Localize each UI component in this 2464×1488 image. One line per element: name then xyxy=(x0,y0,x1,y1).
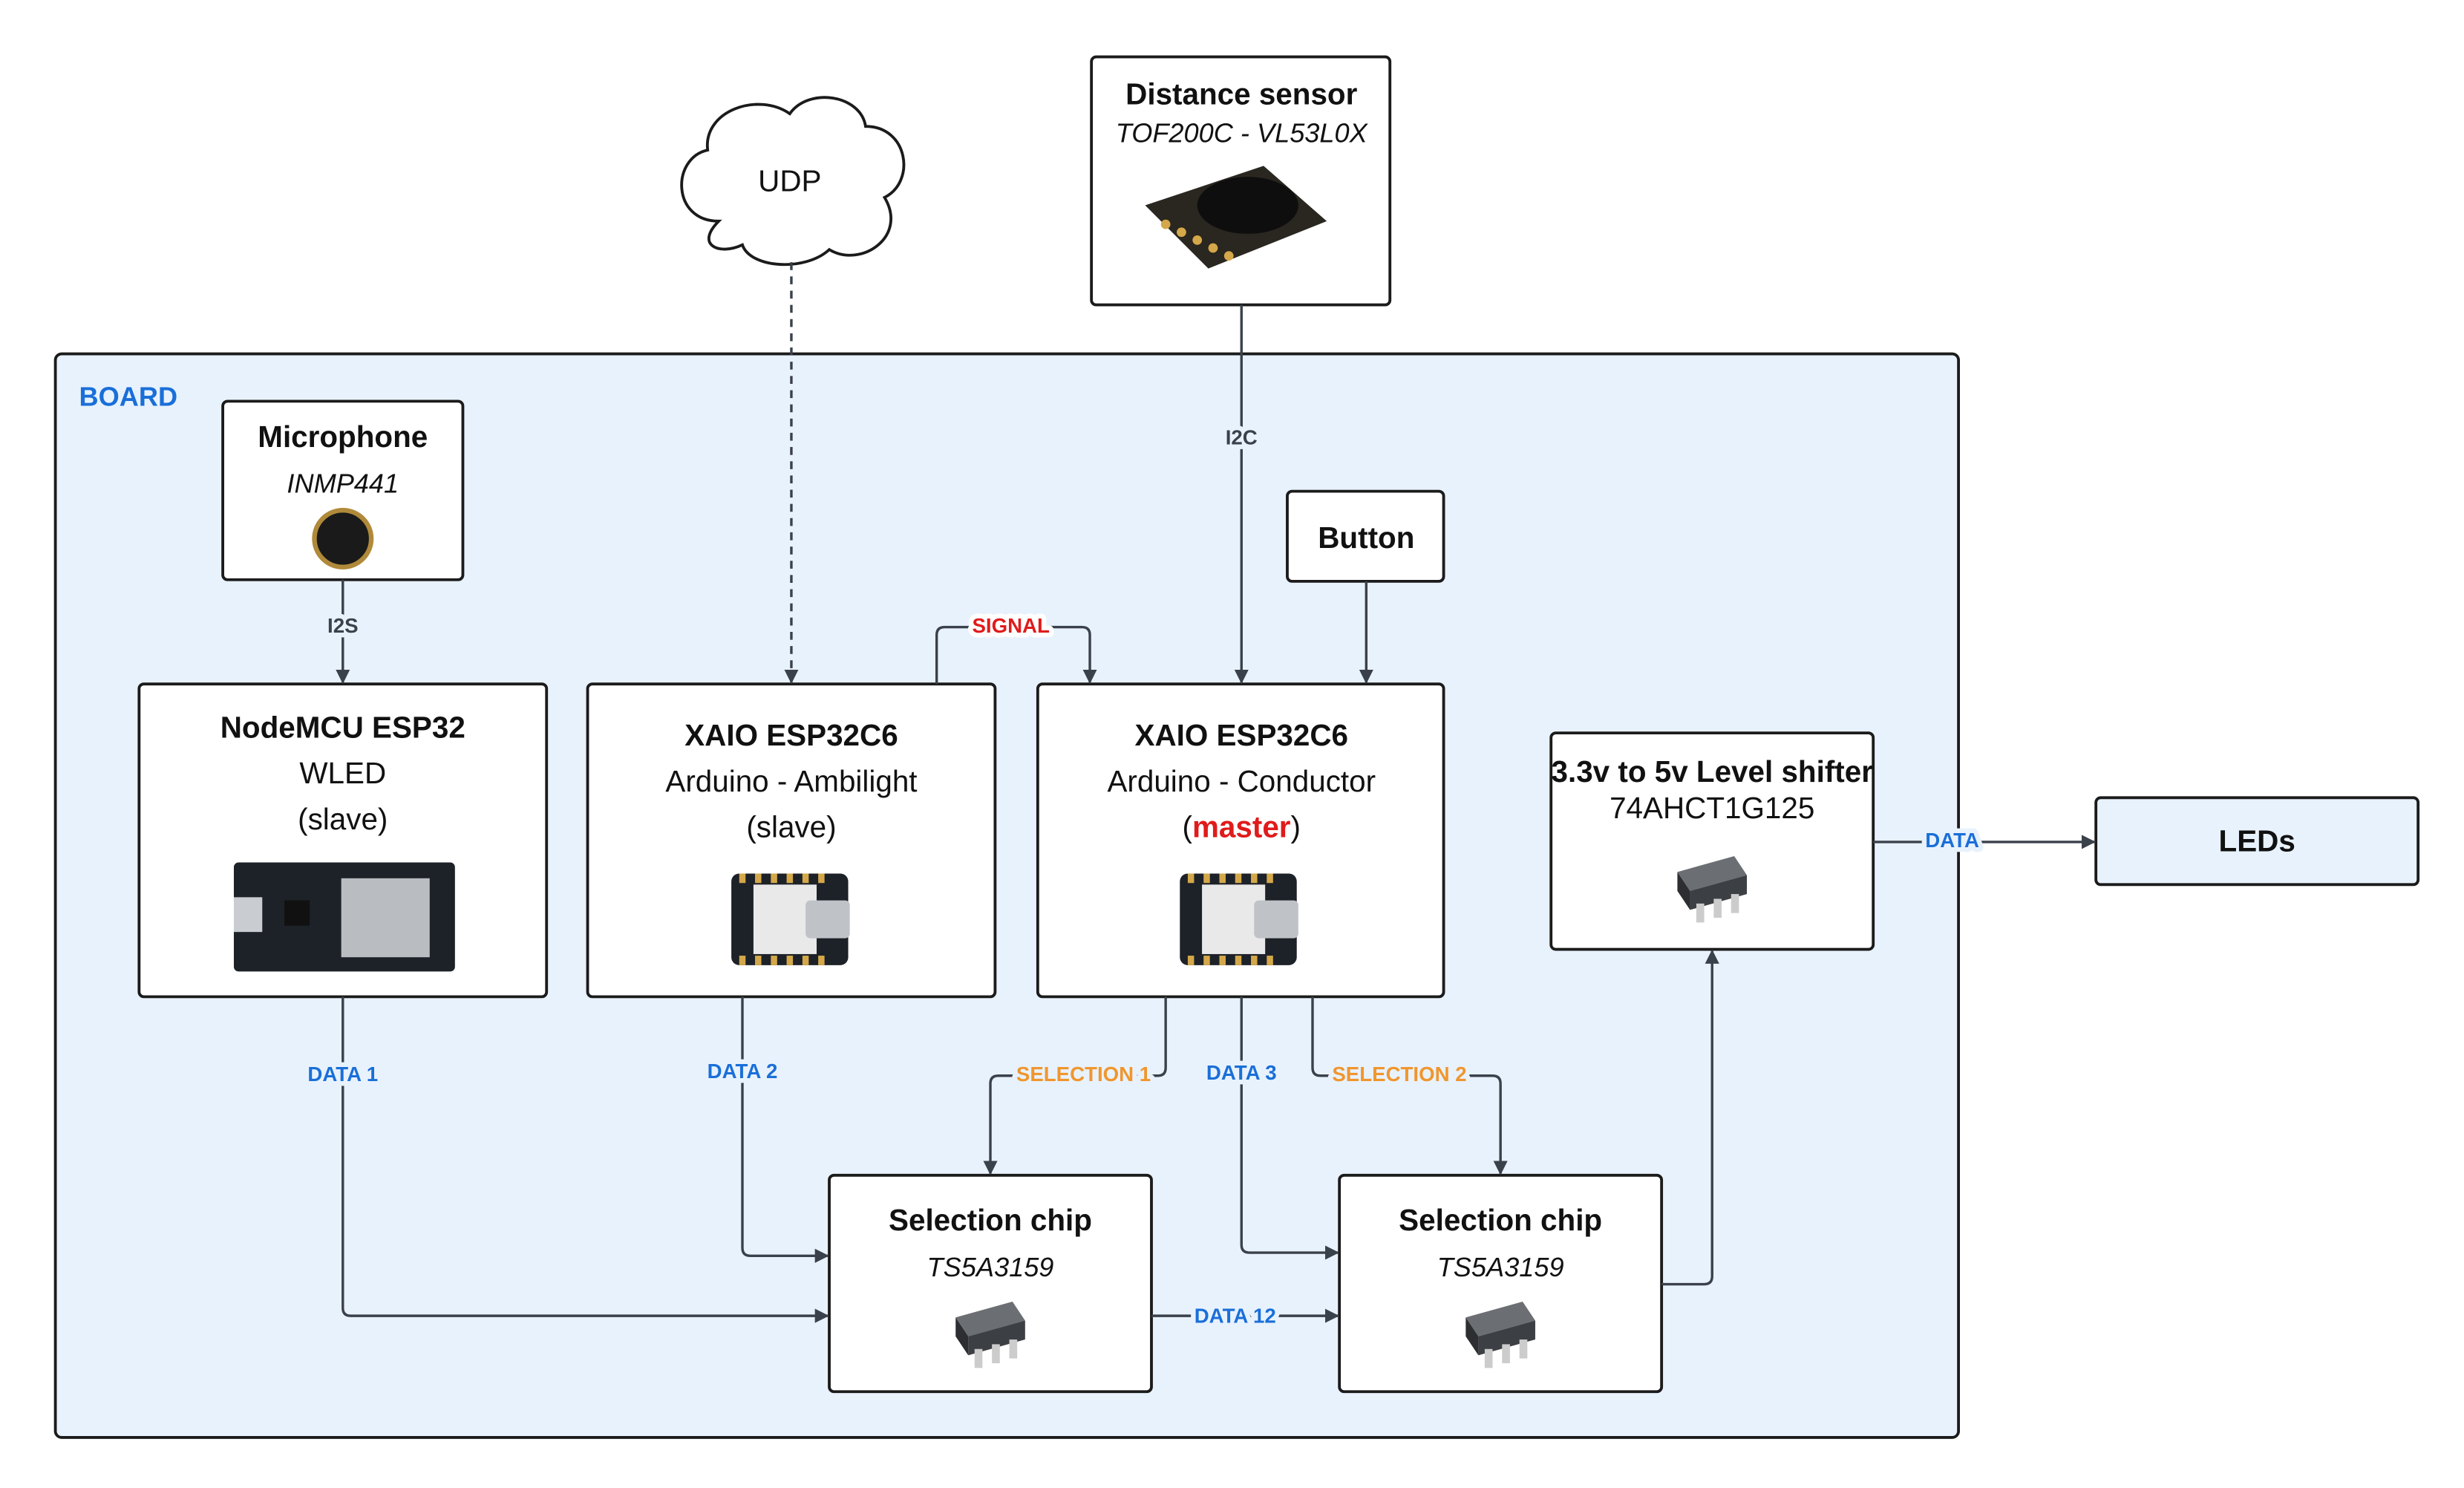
level-shifter-title: 3.3v to 5v Level shifter xyxy=(1551,754,1873,789)
edge-data3 xyxy=(1240,996,1339,1260)
edge-data1 xyxy=(342,996,829,1323)
label-i2s: I2S xyxy=(327,614,359,637)
edge-signal xyxy=(935,625,1097,685)
xiao-board-image xyxy=(731,873,850,965)
microphone-node[interactable]: Microphone INMP441 xyxy=(221,399,465,581)
nodemcu-line2: (slave) xyxy=(298,802,388,836)
label-data2: DATA 2 xyxy=(707,1060,778,1083)
xaio-conductor-line2: (master) xyxy=(1183,810,1301,844)
xaio-ambilight-node[interactable]: XAIO ESP32C6 Arduino - Ambilight (slave) xyxy=(586,682,997,999)
selection-chip-2-subtitle: TS5A3159 xyxy=(1437,1252,1564,1282)
edge-chip-to-shifter xyxy=(1661,949,1719,1286)
label-data12: DATA 12 xyxy=(1195,1305,1276,1328)
udp-cloud: UDP xyxy=(680,96,906,267)
board-container xyxy=(53,352,1961,1439)
edge-selection2 xyxy=(1311,996,1508,1175)
label-data1: DATA 1 xyxy=(307,1063,378,1086)
nodemcu-title: NodeMCU ESP32 xyxy=(220,710,465,744)
board-label: BOARD xyxy=(79,382,178,412)
distance-sensor-node[interactable]: Distance sensor TOF200C - VL53L0X xyxy=(1090,55,1392,307)
selection-chip-1-title: Selection chip xyxy=(889,1203,1092,1237)
xaio-conductor-node[interactable]: XAIO ESP32C6 Arduino - Conductor (master… xyxy=(1036,682,1445,999)
cloud-icon xyxy=(680,96,906,267)
label-signal: SIGNAL xyxy=(972,614,1050,637)
microphone-subtitle: INMP441 xyxy=(287,469,399,499)
edge-selection1 xyxy=(983,996,1167,1175)
selection-chip-2-title: Selection chip xyxy=(1399,1203,1602,1237)
udp-label: UDP xyxy=(758,163,821,198)
leds-node[interactable]: LEDs xyxy=(2094,796,2420,887)
level-shifter-subtitle: 74AHCT1G125 xyxy=(1610,791,1814,825)
button-title: Button xyxy=(1318,521,1414,555)
edge-data2 xyxy=(741,996,829,1263)
microphone-title: Microphone xyxy=(258,420,428,454)
xaio-conductor-line1: Arduino - Conductor xyxy=(1107,764,1376,798)
tof-sensor-image xyxy=(1145,166,1327,269)
nodemcu-node[interactable]: NodeMCU ESP32 WLED (slave) xyxy=(137,682,549,999)
label-i2c: I2C xyxy=(1226,426,1258,449)
master-role: master xyxy=(1192,810,1291,844)
leds-title: LEDs xyxy=(2219,824,2295,858)
selection-chip-2-node[interactable]: Selection chip TS5A3159 xyxy=(1338,1173,1664,1394)
distance-sensor-subtitle: TOF200C - VL53L0X xyxy=(1116,117,1369,148)
level-shifter-node[interactable]: 3.3v to 5v Level shifter 74AHCT1G125 xyxy=(1549,731,1875,951)
button-node[interactable]: Button xyxy=(1286,489,1445,583)
label-selection2: SELECTION 2 xyxy=(1332,1063,1466,1086)
xaio-ambilight-line2: (slave) xyxy=(746,810,836,844)
esp32-board-image xyxy=(233,862,455,972)
label-data3: DATA 3 xyxy=(1206,1061,1277,1084)
selection-chip-1-node[interactable]: Selection chip TS5A3159 xyxy=(828,1173,1153,1394)
microphone-image xyxy=(312,507,374,570)
distance-sensor-title: Distance sensor xyxy=(1125,76,1357,111)
xiao-board-image xyxy=(1180,873,1298,965)
xaio-ambilight-line1: Arduino - Ambilight xyxy=(665,764,917,798)
selection-chip-1-subtitle: TS5A3159 xyxy=(927,1252,1054,1282)
nodemcu-line1: WLED xyxy=(299,756,386,790)
xaio-conductor-title: XAIO ESP32C6 xyxy=(1135,718,1348,752)
label-data: DATA xyxy=(1925,829,1979,852)
label-selection1: SELECTION 1 xyxy=(1016,1063,1151,1086)
xaio-ambilight-title: XAIO ESP32C6 xyxy=(684,718,898,752)
